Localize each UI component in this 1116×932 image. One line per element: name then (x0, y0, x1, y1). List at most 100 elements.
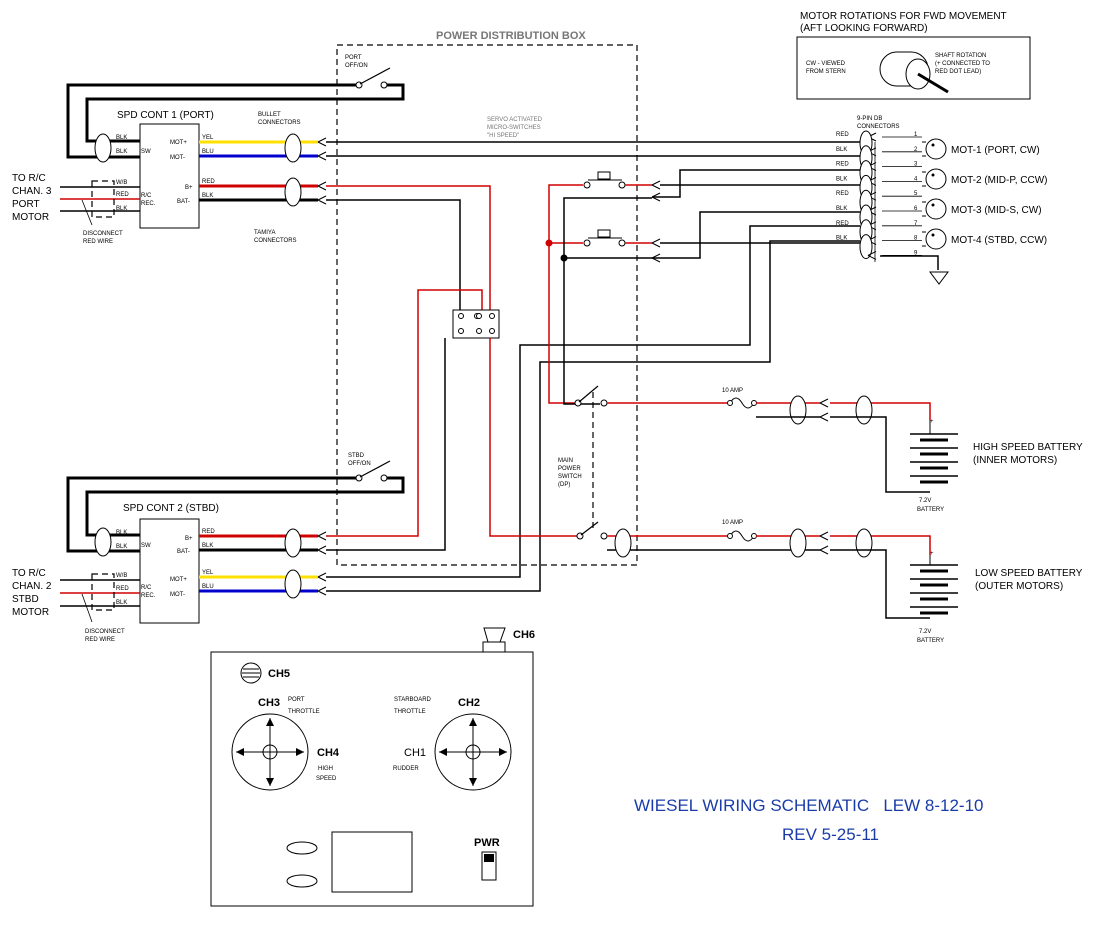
motor-1: MOT-1 (PORT, CW) (922, 138, 1040, 160)
svg-text:MAIN: MAIN (558, 458, 573, 464)
svg-text:PORT: PORT (12, 199, 40, 210)
svg-text:SPEED: SPEED (316, 776, 337, 782)
motor-3: MOT-3 (MID-S, CW) (922, 198, 1042, 220)
speed-controller-stbd: STBD OFF/ON SPD CONT 2 (STBD) BLK BLK SW… (12, 453, 405, 643)
svg-text:MOTOR: MOTOR (12, 607, 49, 618)
schematic-revision: REV 5-25-11 (782, 825, 879, 844)
svg-text:MOT-: MOT- (170, 592, 185, 598)
svg-text:SHAFT ROTATION: SHAFT ROTATION (935, 53, 986, 59)
svg-text:TO R/C: TO R/C (12, 568, 46, 579)
svg-text:BLU: BLU (202, 149, 214, 155)
motor-rotation-legend: MOTOR ROTATIONS FOR FWD MOVEMENT (AFT LO… (796, 11, 1031, 100)
rotation-title: MOTOR ROTATIONS FOR FWD MOVEMENT (800, 11, 1007, 22)
pwr-label: PWR (474, 837, 500, 849)
svg-text:RED: RED (202, 179, 215, 185)
svg-text:RED DOT LEAD): RED DOT LEAD) (935, 69, 981, 75)
motor-label: MOT-3 (MID-S, CW) (951, 205, 1042, 216)
svg-text:REC.: REC. (141, 593, 156, 599)
oval-button-1[interactable] (286, 841, 318, 855)
svg-text:R/C: R/C (141, 193, 152, 199)
svg-text:(INNER MOTORS): (INNER MOTORS) (973, 455, 1057, 466)
svg-text:MOTOR: MOTOR (12, 212, 49, 223)
svg-text:7.2V: 7.2V (919, 498, 931, 504)
svg-text:HIGH: HIGH (318, 766, 333, 772)
svg-text:FROM STERN: FROM STERN (806, 69, 846, 75)
spd-cont-2-box (139, 518, 200, 624)
svg-text:B+: B+ (185, 185, 193, 191)
db-wire-label: BLK (836, 206, 847, 212)
ch3-label: CH3 (258, 697, 280, 709)
svg-text:B+: B+ (185, 536, 193, 542)
svg-text:SW: SW (141, 149, 151, 155)
motor-label: MOT-4 (STBD, CCW) (951, 235, 1047, 246)
svg-text:TO R/C: TO R/C (12, 173, 46, 184)
db-wire-label: BLK (836, 147, 847, 153)
svg-text:BLK: BLK (202, 193, 213, 199)
ch5-label: CH5 (268, 668, 290, 680)
oval-button-2[interactable] (286, 874, 318, 888)
db-pin-number: 1 (914, 132, 918, 138)
transmitter: CH6 CH5 CH3 PORT THROTTLE CH4 HIGH SPEED… (210, 627, 535, 907)
high-speed-battery (910, 420, 958, 484)
ch6-label: CH6 (513, 629, 535, 641)
svg-text:MOT-: MOT- (170, 155, 185, 161)
ch1-label: CH1 (404, 747, 426, 759)
db-wire-label: RED (836, 132, 849, 138)
svg-text:(DP): (DP) (558, 482, 570, 488)
db-pin-number: 4 (914, 176, 918, 182)
svg-text:YEL: YEL (202, 135, 214, 141)
svg-text:THROTTLE: THROTTLE (394, 709, 426, 715)
db-pin-row: BLK 4 (836, 174, 922, 200)
db-pin-number: 8 (914, 236, 918, 242)
svg-text:W/B: W/B (116, 573, 127, 579)
svg-text:BLK: BLK (116, 530, 127, 536)
ch4-label: CH4 (317, 747, 340, 759)
db-pin-number: 7 (914, 221, 918, 227)
svg-text:CONNECTORS: CONNECTORS (857, 124, 900, 130)
svg-text:HIGH SPEED BATTERY: HIGH SPEED BATTERY (973, 442, 1083, 453)
svg-text:BAT-: BAT- (177, 199, 190, 205)
db-pin-number: 5 (914, 191, 918, 197)
svg-text:BAT-: BAT- (177, 549, 190, 555)
power-distribution-box (336, 44, 638, 566)
svg-text:(OUTER MOTORS): (OUTER MOTORS) (975, 581, 1063, 592)
svg-text:RED WIRE: RED WIRE (83, 239, 113, 245)
svg-text:REC.: REC. (141, 201, 156, 207)
db-wire-label: BLK (836, 176, 847, 182)
svg-text:CHAN. 2: CHAN. 2 (12, 581, 52, 592)
svg-text:POWER: POWER (558, 466, 581, 472)
spd-cont-2-label: SPD CONT 2 (STBD) (123, 503, 219, 514)
svg-text:RED: RED (116, 586, 129, 592)
svg-text:BULLET: BULLET (258, 112, 281, 118)
svg-text:MOT+: MOT+ (170, 140, 187, 146)
db-wire-label: RED (836, 162, 849, 168)
svg-text:BLU: BLU (202, 584, 214, 590)
svg-text:+: + (930, 551, 934, 557)
power-box-label: POWER DISTRIBUTION BOX (436, 30, 586, 42)
db-pin-row: 9 (867, 250, 922, 260)
fuse-label-low: 10 AMP (722, 520, 743, 526)
schematic-title: WIESEL WIRING SCHEMATIC LEW 8-12-10 (634, 796, 984, 815)
svg-text:9-PIN DB: 9-PIN DB (857, 116, 882, 122)
svg-text:CHAN. 3: CHAN. 3 (12, 186, 52, 197)
svg-text:SWITCH: SWITCH (558, 474, 582, 480)
speed-controller-port: PORT OFF/ON SPD CONT 1 (PORT) BLK BLK SW… (12, 55, 405, 245)
svg-text:BLK: BLK (116, 135, 127, 141)
svg-text:CONNECTORS: CONNECTORS (258, 120, 301, 126)
svg-text:STBD: STBD (12, 594, 39, 605)
svg-text:STARBOARD: STARBOARD (394, 697, 432, 703)
motor-label: MOT-1 (PORT, CW) (951, 145, 1040, 156)
svg-text:BATTERY: BATTERY (917, 638, 944, 644)
svg-text:SW: SW (141, 543, 151, 549)
internal-wiring: SERVO ACTIVATED MICRO-SWITCHES "HI SPEED… (326, 117, 860, 592)
motor-2: MOT-2 (MID-P, CCW) (922, 168, 1047, 190)
battery-section: 10 AMP + HIGH SPEED BATTERY (INNER MOTOR… (722, 388, 1083, 644)
spd-cont-1-label: SPD CONT 1 (PORT) (117, 110, 214, 121)
svg-text:OFF/ON: OFF/ON (345, 63, 368, 69)
